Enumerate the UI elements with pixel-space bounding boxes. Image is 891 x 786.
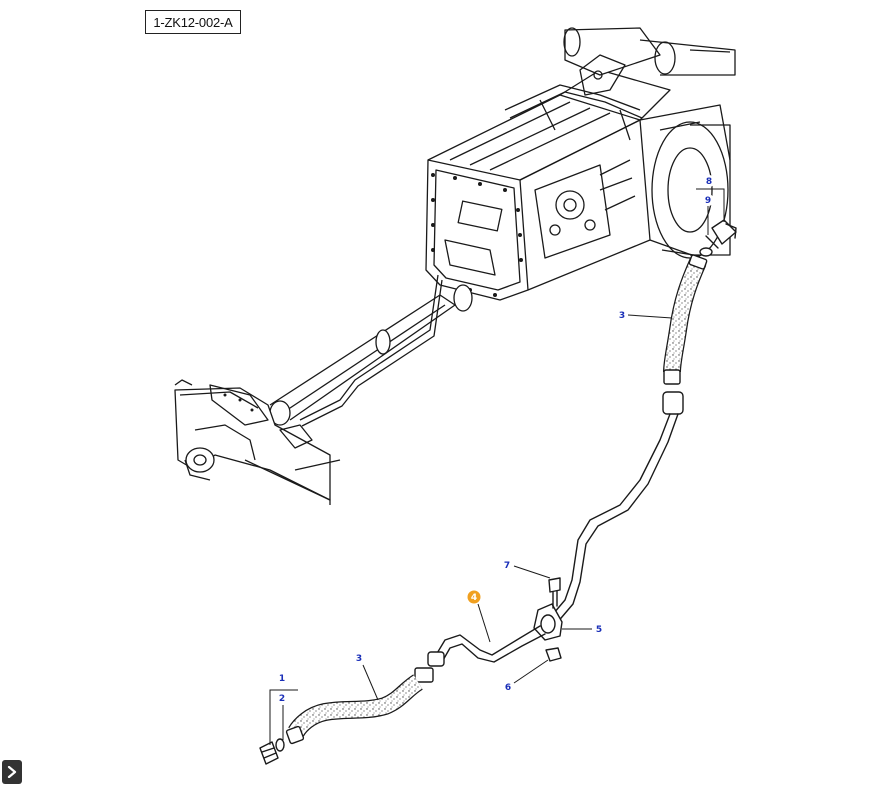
transmission-housing (425, 27, 736, 301)
svg-text:6: 6 (505, 683, 511, 693)
callout-8[interactable]: 8 (703, 175, 715, 187)
callout-5[interactable]: 5 (593, 623, 605, 635)
callout-3-upper[interactable]: 3 (616, 309, 628, 321)
svg-text:7: 7 (504, 561, 510, 571)
svg-text:3: 3 (356, 654, 362, 664)
chevron-right-icon (7, 766, 17, 778)
svg-text:5: 5 (596, 625, 602, 635)
svg-text:9: 9 (705, 196, 711, 206)
callout-2[interactable]: 2 (276, 692, 288, 704)
front-axle-assembly (174, 274, 473, 505)
callout-1[interactable]: 1 (276, 672, 288, 684)
svg-text:8: 8 (706, 177, 712, 187)
hydraulic-pipe-line (259, 219, 737, 765)
expand-panel-button[interactable] (2, 760, 22, 784)
callout-9[interactable]: 9 (702, 194, 714, 206)
leader-lines (269, 188, 725, 745)
diagram-code-label: 1-ZK12-002-A (145, 10, 241, 34)
callout-4[interactable]: 4 (467, 590, 481, 604)
svg-text:1: 1 (279, 674, 285, 684)
callout-3-lower[interactable]: 3 (353, 652, 365, 664)
svg-text:4: 4 (471, 593, 477, 603)
callout-6[interactable]: 7 (501, 559, 513, 571)
svg-text:3: 3 (619, 311, 625, 321)
callout-7[interactable]: 6 (502, 681, 514, 693)
svg-text:2: 2 (279, 694, 285, 704)
